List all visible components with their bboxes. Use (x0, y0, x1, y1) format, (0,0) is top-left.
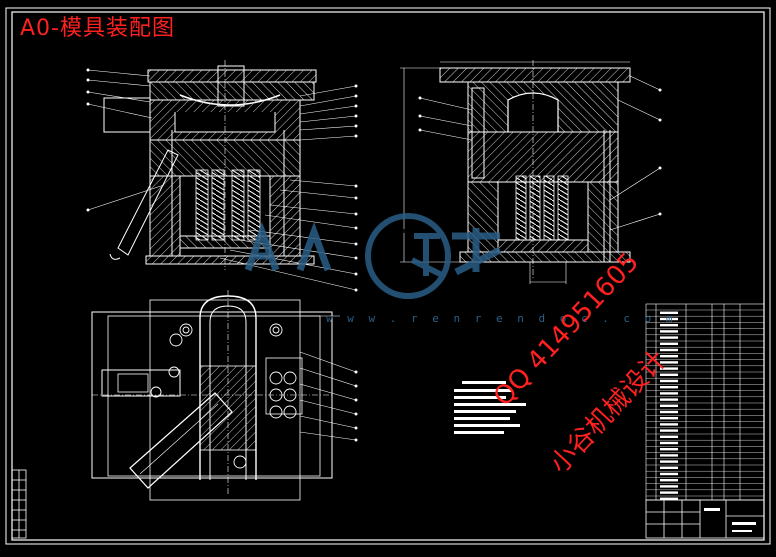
parts-list-cell-mark (660, 404, 678, 407)
front-section-view (86, 60, 358, 292)
parts-list-cell-mark (660, 311, 678, 314)
parts-list-cell-mark (660, 342, 678, 345)
title-block-text (704, 508, 756, 532)
parts-list-cell-mark (660, 398, 678, 401)
parts-list-cell-mark (660, 454, 678, 457)
side-section-view (400, 60, 662, 284)
parts-list-cell-mark (660, 435, 678, 438)
parts-list-cell-mark (660, 466, 678, 469)
parts-list-cell-mark (660, 460, 678, 463)
parts-list-cell-mark (660, 479, 678, 482)
parts-list-cell-mark (660, 423, 678, 426)
drawing-title: A0-模具装配图 (20, 16, 175, 41)
parts-list-cell-mark (660, 373, 678, 376)
plan-view (91, 290, 358, 501)
revision-block (11, 469, 27, 539)
parts-list-cell-mark (660, 367, 678, 370)
parts-list-cell-mark (660, 417, 678, 420)
parts-list-table (645, 303, 765, 501)
parts-list-cell-mark (660, 485, 678, 488)
inner-frame (11, 11, 765, 541)
parts-list-cell-mark (660, 472, 678, 476)
parts-list-cell-mark (660, 324, 678, 327)
parts-list-cell-mark (660, 491, 678, 494)
parts-list-cell-mark (660, 348, 678, 352)
parts-list-cell-mark (660, 355, 678, 358)
parts-list-rows (646, 309, 764, 500)
parts-list-cell-mark (660, 497, 678, 500)
parts-list-cell-mark (660, 317, 678, 321)
technical-notes (454, 381, 526, 434)
parts-list-cell-mark (660, 441, 678, 445)
parts-list-cell-mark (660, 336, 678, 339)
parts-list-cell-mark (660, 392, 678, 395)
title-block (645, 499, 765, 539)
parts-list-cell-mark (660, 448, 678, 451)
watermark-logo-icon (244, 213, 502, 299)
parts-list-cell-mark (660, 361, 678, 364)
parts-list-cell-mark (660, 429, 678, 432)
parts-list-cell-mark (660, 386, 678, 389)
parts-list-cell-mark (660, 410, 678, 414)
outer-frame (5, 7, 771, 545)
parts-list-cell-mark (660, 379, 678, 383)
parts-list-cell-mark (660, 330, 678, 333)
watermark-site-text: w w w . r e n r e n d o c . c o m (326, 312, 677, 325)
